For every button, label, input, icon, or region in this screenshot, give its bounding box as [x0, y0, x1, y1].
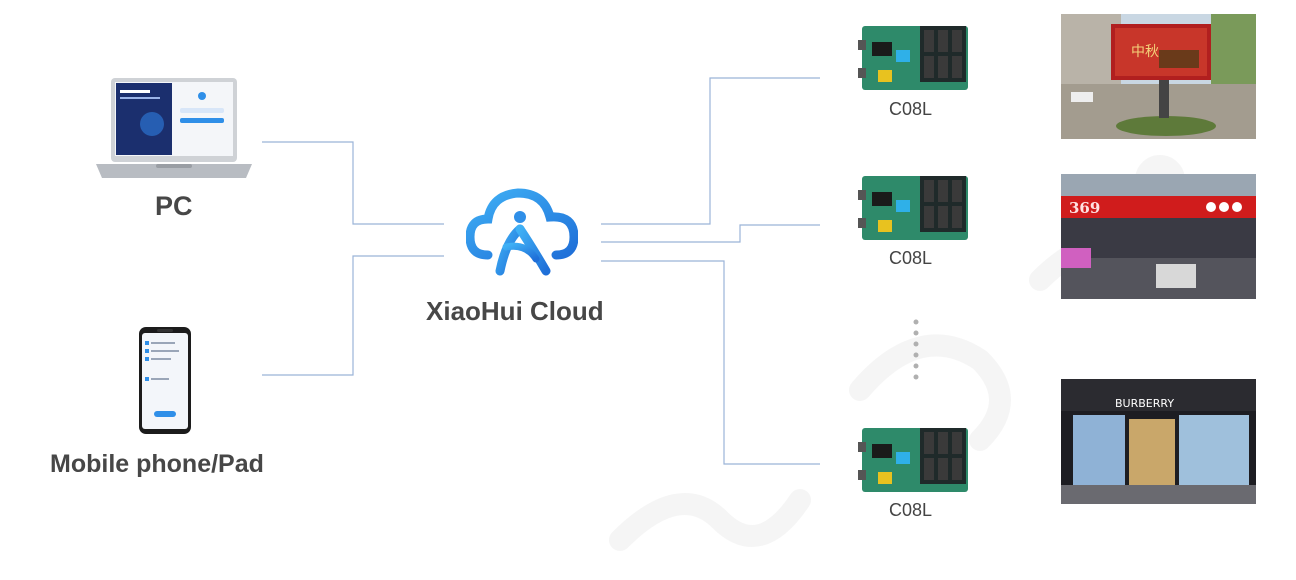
- smartphone-icon: [139, 327, 191, 434]
- wire-cloud-to-controller-2: [601, 224, 820, 243]
- controller-board-3: [858, 428, 968, 492]
- controller-label-1: C08L: [889, 99, 933, 119]
- pc-label: PC: [155, 191, 193, 221]
- outdoor-billboard-screen: 中秋: [1061, 14, 1256, 139]
- mobile-label: Mobile phone/Pad: [50, 450, 264, 478]
- controller-label-2: C08L: [889, 248, 933, 268]
- controller-label-3: C08L: [889, 500, 933, 520]
- storefront-screen: BURBERRY: [1061, 379, 1256, 504]
- controller-board-2: [858, 176, 968, 240]
- cloud-logo-icon: [466, 188, 578, 276]
- wire-pc-to-cloud: [262, 141, 444, 225]
- laptop-icon: [96, 78, 252, 178]
- wire-cloud-to-controller-3: [601, 260, 820, 465]
- cloud-label: XiaoHui Cloud: [426, 296, 604, 326]
- billboard-text: 中秋: [1131, 44, 1159, 60]
- storefront-text: BURBERRY: [1115, 397, 1174, 410]
- controller-board-1: [858, 26, 968, 90]
- banner-text: 369: [1069, 199, 1100, 217]
- connector-lines: [262, 77, 820, 465]
- wire-cloud-to-controller-1: [601, 77, 820, 225]
- led-banner-screen: 369: [1061, 174, 1256, 299]
- ellipsis-dots: [913, 319, 919, 380]
- wire-mobile-to-cloud: [262, 255, 444, 376]
